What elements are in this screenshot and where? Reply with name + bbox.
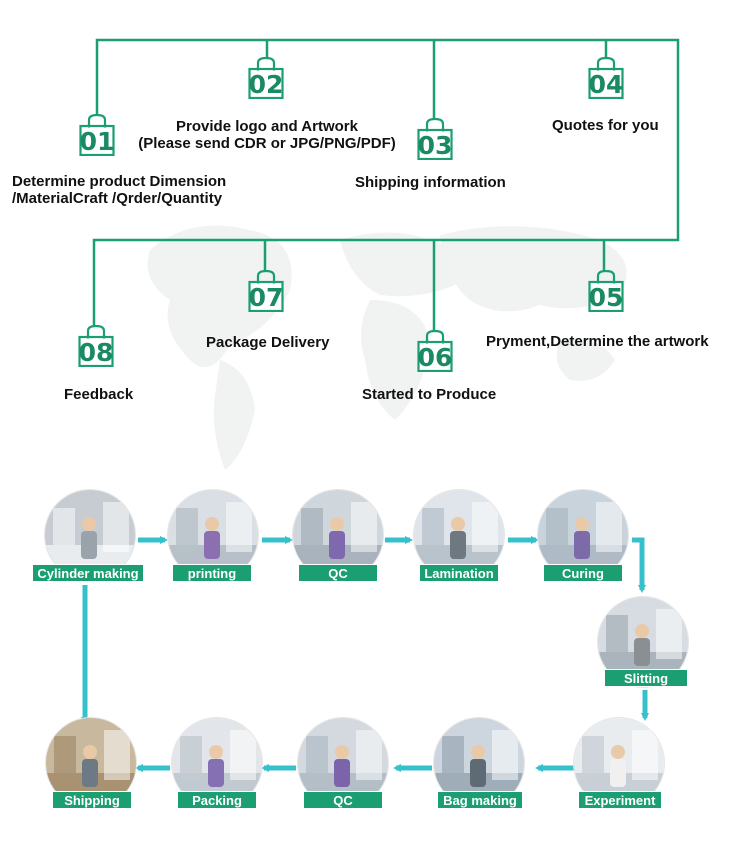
step-01-label: Determine product Dimension/MaterialCraf… [12, 173, 226, 207]
step-05-label: Pryment,Determine the artwork [486, 333, 709, 350]
step-label-line: Package Delivery [206, 334, 330, 351]
process-label-packing: Packing [177, 791, 257, 809]
step-08-label: Feedback [64, 386, 133, 403]
step-number: 03 [417, 131, 453, 160]
shopping-bag-icon [248, 270, 284, 312]
step-label-line: Shipping information [355, 174, 506, 191]
shopping-bag-icon [588, 57, 624, 99]
step-01-bag: 01 [79, 114, 115, 156]
process-label-lamination: Lamination [419, 564, 499, 582]
step-02-label: Provide logo and Artwork(Please send CDR… [130, 118, 404, 152]
step-03-label: Shipping information [355, 174, 506, 191]
step-07-bag: 07 [248, 270, 284, 312]
process-label-qc1: QC [298, 564, 378, 582]
shopping-bag-icon [248, 57, 284, 99]
process-label-printing: printing [172, 564, 252, 582]
process-label-experiment: Experiment [578, 791, 662, 809]
process-label-bagmaking: Bag making [437, 791, 523, 809]
step-number: 02 [248, 70, 284, 99]
step-number: 01 [79, 127, 115, 156]
shopping-bag-icon [78, 325, 114, 367]
step-label-line: Determine product Dimension [12, 173, 227, 190]
process-label-qc2: QC [303, 791, 383, 809]
step-04-label: Quotes for you [552, 117, 659, 134]
shopping-bag-icon [588, 270, 624, 312]
process-label-curing: Curing [543, 564, 623, 582]
step-label-line: (Please send CDR or JPG/PNG/PDF) [138, 135, 396, 152]
step-number: 07 [248, 283, 284, 312]
process-label-slitting: Slitting [604, 669, 688, 687]
step-label-line: Pryment,Determine the artwork [486, 333, 709, 350]
shopping-bag-icon [417, 330, 453, 372]
step-05-bag: 05 [588, 270, 624, 312]
step-label-line: Started to Produce [362, 386, 497, 403]
step-label-line: Quotes for you [552, 117, 659, 134]
step-06-bag: 06 [417, 330, 453, 372]
step-04-bag: 04 [588, 57, 624, 99]
step-03-bag: 03 [417, 118, 453, 160]
step-number: 06 [417, 343, 453, 372]
shopping-bag-icon [79, 114, 115, 156]
step-number: 04 [588, 70, 624, 99]
step-label-line: Feedback [64, 386, 134, 403]
step-number: 08 [78, 338, 114, 367]
shopping-bag-icon [417, 118, 453, 160]
process-label-cylinder: Cylinder making [32, 564, 144, 582]
step-02-bag: 02 [248, 57, 284, 99]
step-07-label: Package Delivery [206, 334, 329, 351]
step-label-line: Provide logo and Artwork [176, 118, 358, 135]
step-06-label: Started to Produce [362, 386, 496, 403]
process-label-shipping: Shipping [52, 791, 132, 809]
step-label-line: /MaterialCraft /Qrder/Quantity [12, 190, 223, 207]
step-08-bag: 08 [78, 325, 114, 367]
step-number: 05 [588, 283, 624, 312]
